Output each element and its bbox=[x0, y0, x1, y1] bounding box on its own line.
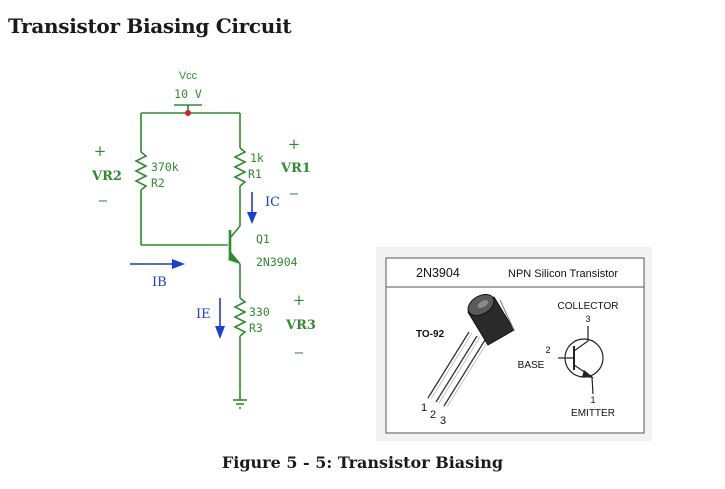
vr3-label: VR3 bbox=[285, 318, 316, 333]
r1-name: R1 bbox=[248, 167, 262, 181]
ib-label: IB bbox=[152, 275, 167, 290]
supply-label: Vcc bbox=[179, 70, 198, 82]
emitter-pin: 1 bbox=[590, 395, 595, 405]
q1-emitter-arrow bbox=[228, 254, 240, 264]
r1-value: 1k bbox=[250, 151, 264, 165]
lead-3 bbox=[443, 339, 486, 407]
vr1-minus: − bbox=[289, 187, 300, 202]
r2-zigzag bbox=[134, 151, 148, 191]
q1-collector-lead bbox=[229, 225, 241, 239]
to92-package-icon bbox=[427, 294, 515, 408]
ie-arrow-icon bbox=[215, 326, 225, 339]
pin-1-number: 1 bbox=[421, 402, 427, 414]
package-label: TO-92 bbox=[416, 329, 445, 340]
q1-name: Q1 bbox=[256, 232, 270, 246]
datasheet-part: 2N3904 bbox=[416, 266, 460, 280]
npn-emitter-arrow bbox=[582, 370, 594, 378]
vr3-plus: + bbox=[293, 291, 306, 309]
lead-1 bbox=[427, 331, 470, 399]
ie-label: IE bbox=[196, 307, 211, 322]
vr1-plus: + bbox=[288, 135, 301, 153]
r1-zigzag bbox=[233, 147, 247, 187]
vr1-label: VR1 bbox=[280, 161, 311, 176]
vr3-minus: − bbox=[294, 346, 305, 361]
base-pin: 2 bbox=[545, 345, 550, 355]
r2-name: R2 bbox=[151, 176, 165, 190]
ic-label: IC bbox=[265, 195, 280, 210]
pin-2-number: 2 bbox=[430, 409, 436, 421]
r3-zigzag bbox=[233, 297, 247, 337]
r3-name: R3 bbox=[249, 321, 263, 335]
page-title: Transistor Biasing Circuit bbox=[8, 14, 292, 38]
supply-node-dot bbox=[185, 110, 191, 116]
ib-arrow-icon bbox=[172, 259, 185, 269]
q1-part: 2N3904 bbox=[256, 255, 298, 269]
collector-pin: 3 bbox=[585, 314, 590, 324]
lead-2 bbox=[435, 335, 478, 403]
vr2-minus: − bbox=[98, 194, 109, 209]
pin-3-number: 3 bbox=[440, 415, 446, 427]
r2-value: 370k bbox=[151, 160, 179, 174]
datasheet-description: NPN Silicon Transistor bbox=[508, 268, 618, 280]
supply-value: 10 V bbox=[174, 87, 202, 101]
vr2-label: VR2 bbox=[91, 169, 122, 184]
collector-label: COLLECTOR bbox=[558, 301, 619, 312]
emitter-label: EMITTER bbox=[571, 408, 615, 419]
figure-caption: Figure 5 - 5: Transistor Biasing bbox=[221, 453, 504, 472]
vr2-plus: + bbox=[94, 142, 107, 160]
r3-value: 330 bbox=[249, 305, 270, 319]
base-label: BASE bbox=[518, 360, 545, 371]
ic-arrow-icon bbox=[247, 212, 257, 224]
